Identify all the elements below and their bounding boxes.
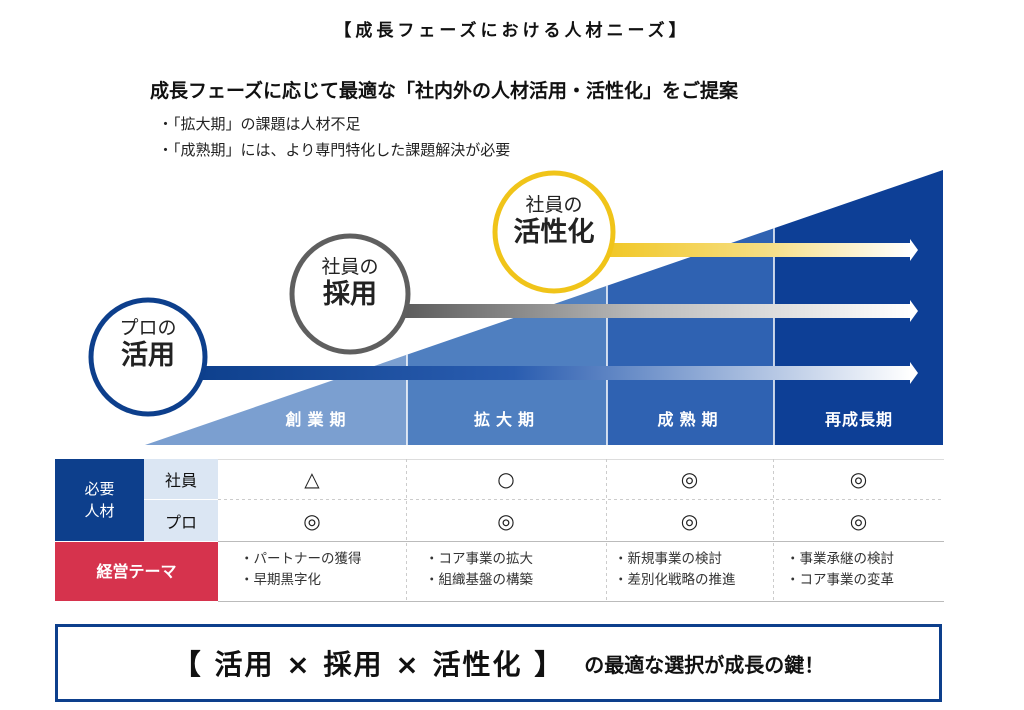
theme-item: ・組織基盤の構築	[425, 572, 533, 588]
phase-label: 拡大期	[473, 410, 540, 429]
arrow-bar-pro	[190, 366, 910, 380]
theme-list-phase3: ・新規事業の検討 ・差別化戦略の推進	[614, 549, 736, 591]
phase-label: 成熟期	[657, 410, 724, 429]
table-group-bg	[55, 459, 144, 541]
mark-pro-phase3: ◎	[680, 508, 699, 533]
key-message-main: 【 活用 × 採用 × 活性化 】	[172, 648, 565, 681]
row-label-employee: 社員	[164, 471, 197, 490]
mark-pro-phase2: ◎	[497, 508, 515, 533]
theme-item: ・差別化戦略の推進	[614, 572, 736, 588]
circle-line2: 採用	[323, 278, 377, 310]
circle-label-recruit: 社員の 採用	[292, 256, 408, 310]
mark-pro-phase4: ◎	[849, 508, 868, 533]
circle-activate	[492, 170, 616, 294]
phase-label: 再成長期	[824, 410, 893, 429]
table-row-label-bg	[144, 500, 218, 541]
bullet-item: ・「成熟期」には、より専門特化した課題解決が必要	[158, 141, 511, 159]
theme-item: ・早期黒字化	[240, 572, 321, 588]
arrow-head-activate	[910, 239, 918, 261]
bullet-item: ・「拡大期」の課題は人材不足	[158, 115, 361, 133]
mark-employee-phase3: ◎	[680, 467, 699, 491]
arrow-head-recruit	[910, 300, 918, 322]
mark-employee-phase4: ◎	[849, 467, 868, 491]
arrow-head-pro	[910, 362, 918, 384]
mark-pro-phase1: ◎	[303, 508, 321, 533]
theme-item: ・パートナーの獲得	[240, 551, 362, 567]
circle-pro	[88, 297, 208, 417]
theme-list-phase4: ・事業承継の検討 ・コア事業の変革	[786, 549, 894, 591]
theme-list-phase1: ・パートナーの獲得 ・早期黒字化	[240, 549, 362, 591]
circle-line1: 社員の	[321, 256, 379, 278]
circle-line2: 活性化	[513, 216, 595, 248]
page-title: 【成長フェーズにおける人材ニーズ】	[334, 21, 690, 41]
theme-item: ・新規事業の検討	[614, 551, 722, 567]
circle-label-activate: 社員の 活性化	[495, 194, 613, 248]
theme-item: ・コア事業の変革	[786, 572, 894, 588]
business-theme-label: 経営テーマ	[96, 561, 177, 581]
key-message-tail: の最適な選択が成長の鍵！	[584, 652, 825, 677]
mark-employee-phase2: ○	[497, 467, 515, 491]
arrow-bar-activate	[585, 243, 910, 257]
circle-line1: 社員の	[525, 194, 583, 216]
table-theme-bg	[55, 542, 218, 601]
circle-line2: 活用	[121, 339, 175, 371]
row-label-pro: プロ	[164, 512, 197, 532]
subtitle: 成長フェーズに応じて最適な「社内外の人材活用・活性化」をご提案	[150, 80, 739, 102]
theme-list-phase2: ・コア事業の拡大 ・組織基盤の構築	[425, 549, 533, 591]
theme-item: ・コア事業の拡大	[425, 551, 533, 567]
circle-recruit	[289, 233, 411, 355]
arrow-bar-recruit	[385, 304, 910, 318]
key-message-box: 【 活用 × 採用 × 活性化 】 の最適な選択が成長の鍵！	[55, 624, 942, 702]
table-row-label-bg	[144, 459, 218, 499]
required-talent-label: 必要 人材	[84, 479, 115, 521]
phase-label: 創業期	[285, 410, 352, 429]
theme-item: ・事業承継の検討	[786, 551, 894, 567]
key-message: 【 活用 × 採用 × 活性化 】 の最適な選択が成長の鍵！	[58, 627, 939, 699]
circle-line1: プロの	[119, 317, 177, 339]
mark-employee-phase1: △	[304, 467, 320, 491]
circle-label-pro: プロの 活用	[91, 317, 205, 371]
